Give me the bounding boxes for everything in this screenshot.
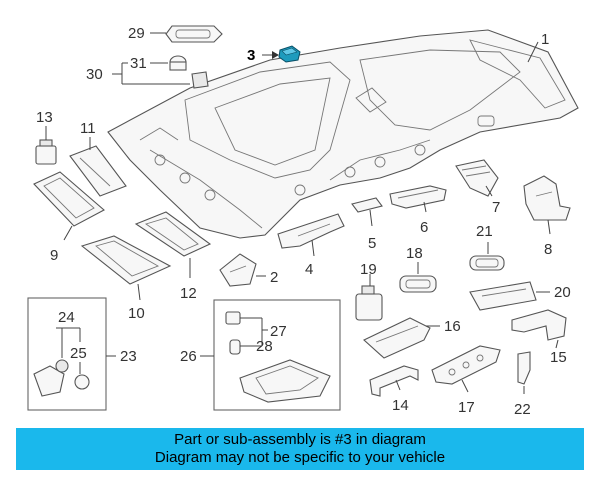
part-29 bbox=[165, 25, 223, 43]
callout-31: 31 bbox=[130, 55, 147, 72]
callout-1: 1 bbox=[541, 31, 549, 48]
part-30 bbox=[191, 71, 209, 89]
part-31 bbox=[169, 55, 187, 71]
callout-19: 19 bbox=[360, 261, 377, 278]
callout-9: 9 bbox=[50, 247, 58, 264]
callout-2: 2 bbox=[270, 269, 278, 286]
part-3-highlighted bbox=[278, 45, 301, 63]
callout-15: 15 bbox=[550, 349, 567, 366]
callout-22: 22 bbox=[514, 401, 531, 418]
part-22 bbox=[517, 351, 531, 385]
overhead-console bbox=[239, 359, 331, 403]
callout-24: 24 bbox=[58, 309, 75, 326]
part-20 bbox=[469, 281, 537, 311]
part-19 bbox=[355, 285, 383, 321]
part-11 bbox=[69, 145, 127, 197]
part-28 bbox=[229, 339, 241, 355]
part-21 bbox=[469, 255, 505, 271]
part-8 bbox=[523, 175, 571, 221]
callout-10: 10 bbox=[128, 305, 145, 322]
part-4 bbox=[277, 213, 345, 249]
callout-23: 23 bbox=[120, 348, 137, 365]
part-25 bbox=[74, 374, 90, 390]
callout-5: 5 bbox=[368, 235, 376, 252]
part-15 bbox=[511, 309, 567, 341]
callout-8: 8 bbox=[544, 241, 552, 258]
callout-17: 17 bbox=[458, 399, 475, 416]
part-17 bbox=[431, 345, 501, 385]
part-10 bbox=[80, 235, 172, 285]
callout-26: 26 bbox=[180, 348, 197, 365]
callout-29: 29 bbox=[128, 25, 145, 42]
part-5 bbox=[351, 197, 383, 213]
parts-diagram: 1 29 3 30 31 13 11 9 bbox=[27, 25, 579, 418]
callout-16: 16 bbox=[444, 318, 461, 335]
callout-21: 21 bbox=[476, 223, 493, 240]
part-2 bbox=[219, 253, 257, 287]
callout-7: 7 bbox=[492, 199, 500, 216]
part-12 bbox=[134, 211, 212, 257]
callout-25: 25 bbox=[70, 345, 87, 362]
callout-12: 12 bbox=[180, 285, 197, 302]
headliner-part bbox=[107, 29, 579, 239]
part-6 bbox=[389, 185, 447, 209]
part-16 bbox=[363, 317, 431, 359]
part-13 bbox=[35, 139, 57, 165]
callout-28: 28 bbox=[256, 338, 273, 355]
callout-3: 3 bbox=[247, 47, 255, 64]
banner-line-2: Diagram may not be specific to your vehi… bbox=[154, 449, 446, 466]
callout-14: 14 bbox=[392, 397, 409, 414]
callout-6: 6 bbox=[420, 219, 428, 236]
callout-30: 30 bbox=[86, 66, 103, 83]
callout-20: 20 bbox=[554, 284, 571, 301]
callout-18: 18 bbox=[406, 245, 423, 262]
subassembly-box-26 bbox=[213, 299, 341, 411]
info-banner: Part or sub-assembly is #3 in diagram Di… bbox=[16, 428, 584, 470]
part-9 bbox=[33, 171, 105, 227]
part-24 bbox=[33, 359, 69, 397]
part-27 bbox=[225, 311, 241, 325]
part-7 bbox=[455, 159, 499, 197]
subassembly-box-23 bbox=[27, 297, 107, 411]
callout-13: 13 bbox=[36, 109, 53, 126]
part-18 bbox=[399, 275, 437, 293]
callout-4: 4 bbox=[305, 261, 313, 278]
callout-27: 27 bbox=[270, 323, 287, 340]
banner-line-1: Part or sub-assembly is #3 in diagram bbox=[174, 431, 426, 448]
part-14 bbox=[369, 365, 419, 397]
callout-11: 11 bbox=[80, 120, 96, 137]
